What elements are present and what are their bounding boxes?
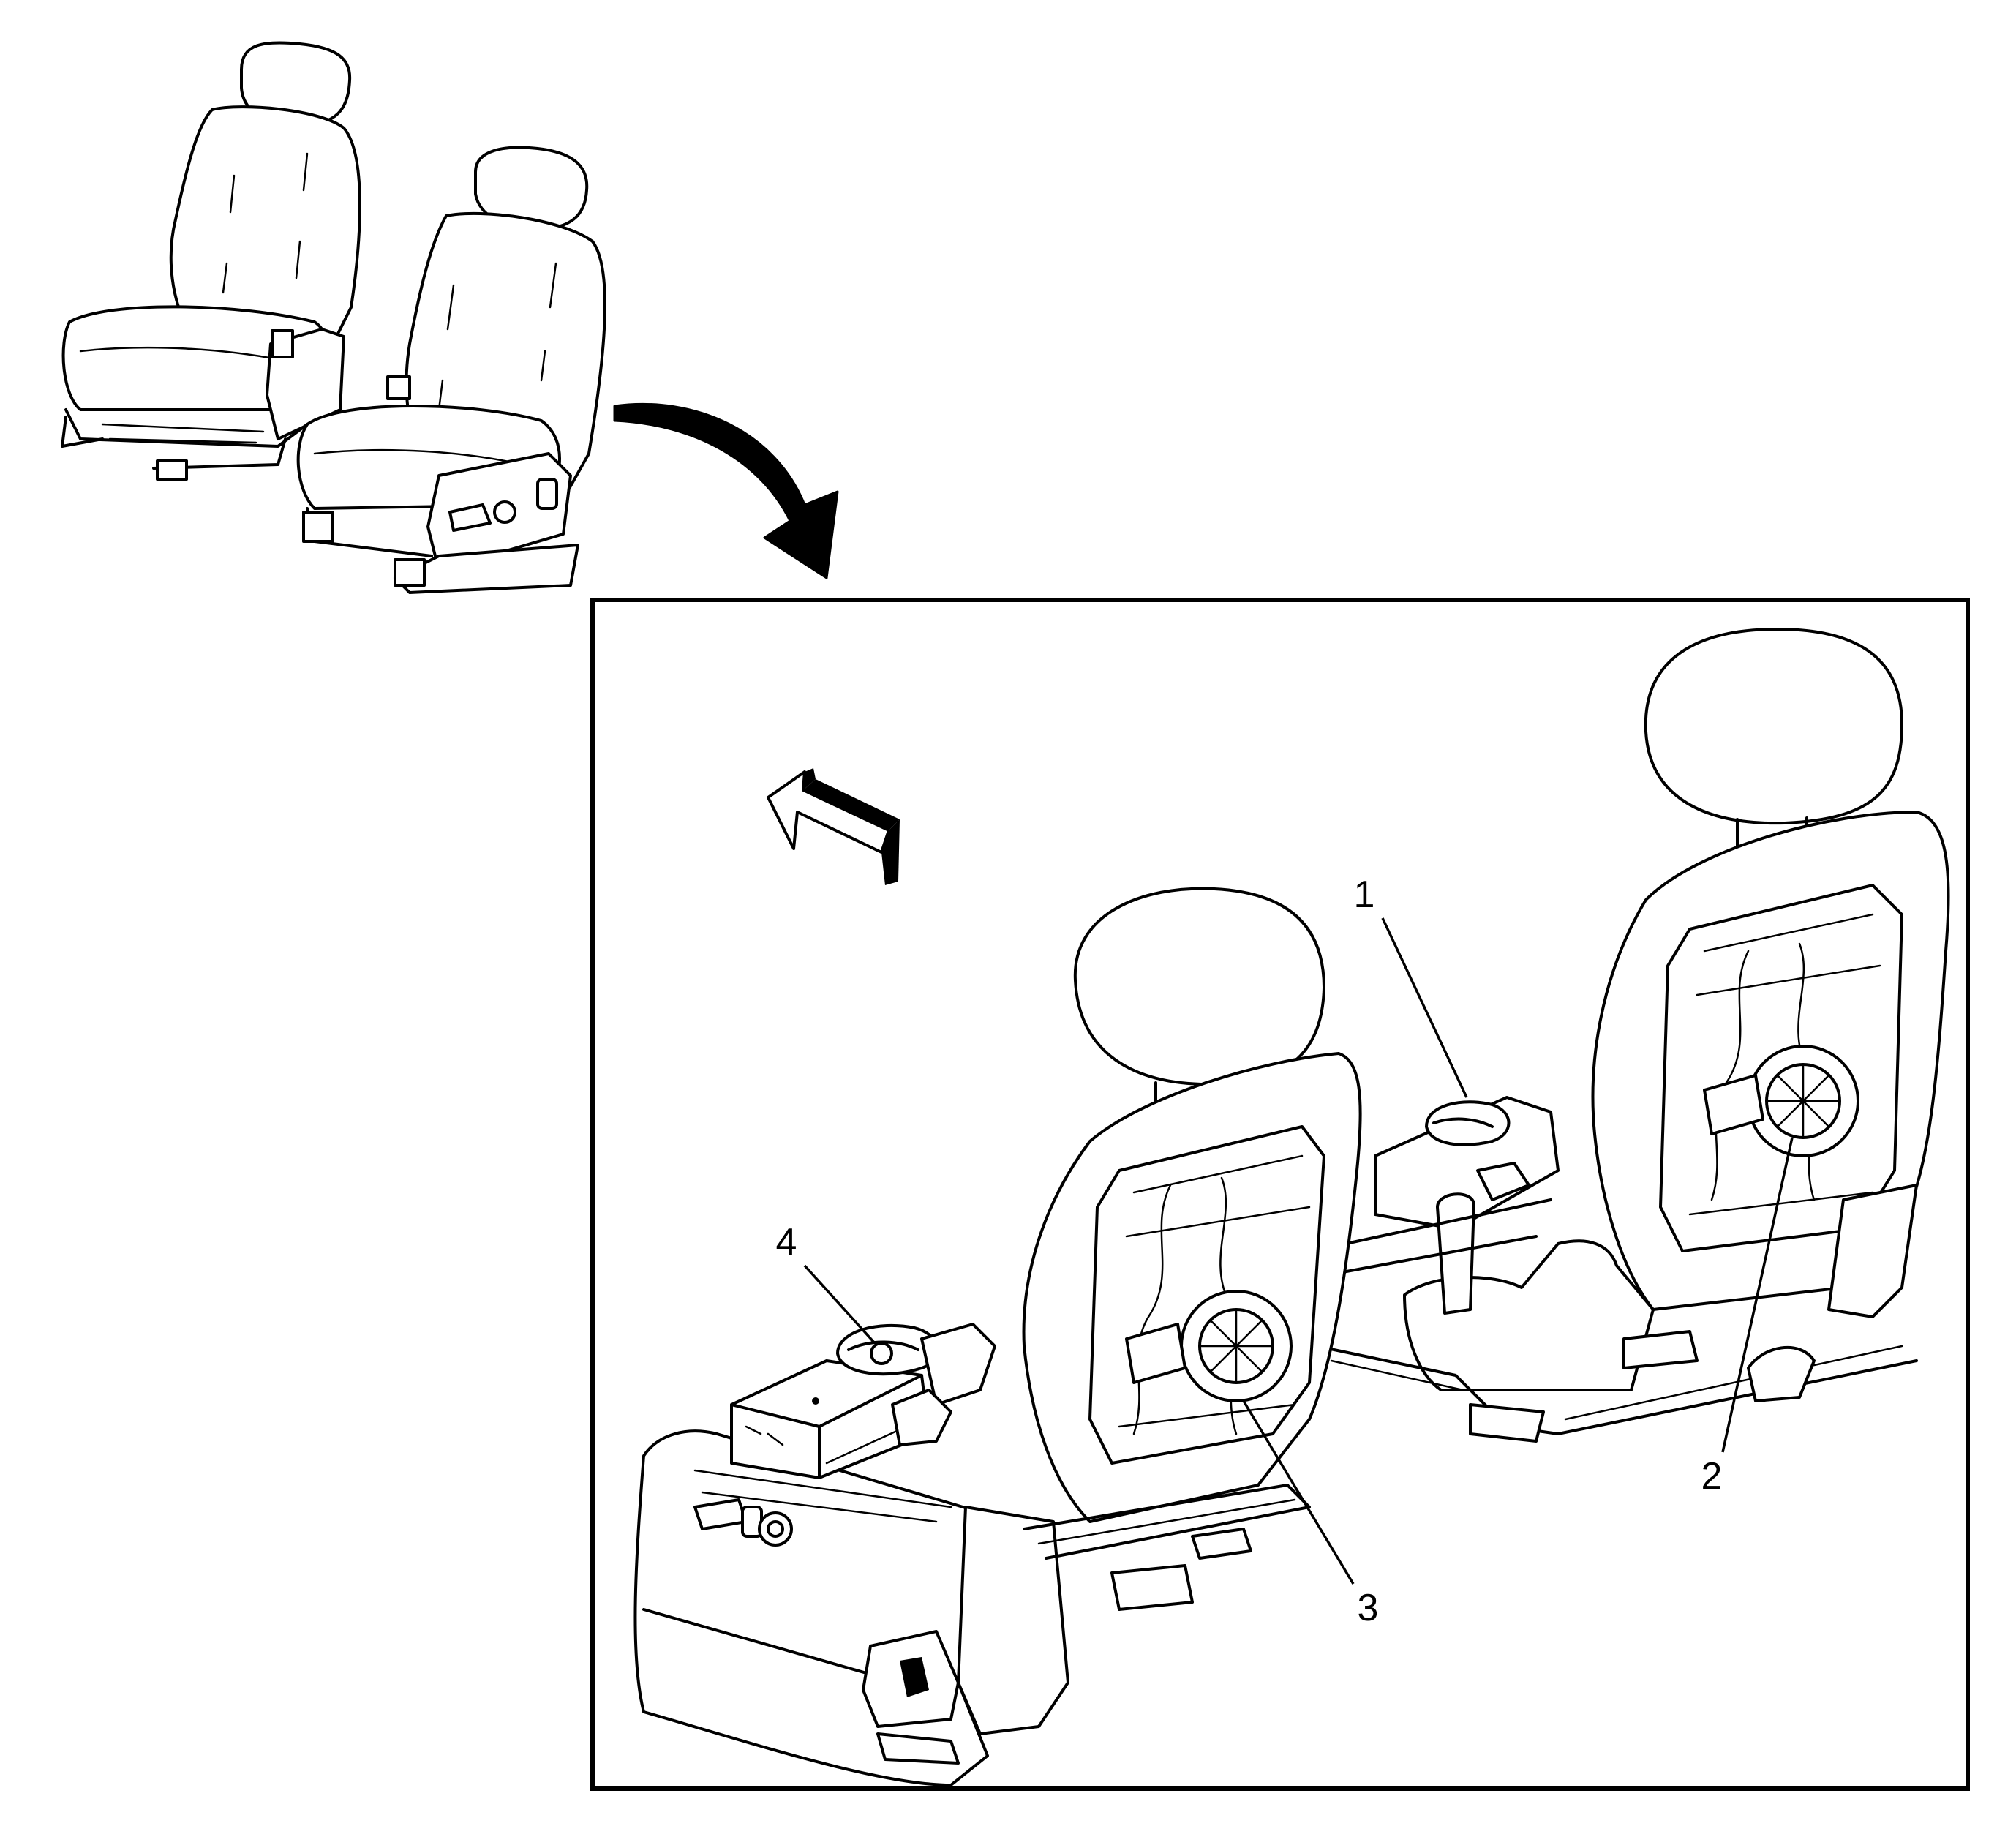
detail-seat-right — [1315, 628, 1950, 1443]
callout-3-label: 3 — [1358, 1587, 1379, 1629]
callout-2: 2 — [1701, 1137, 1794, 1498]
curved-arrow-icon — [613, 402, 839, 579]
overview-seats — [61, 41, 606, 594]
callout-3: 3 — [1242, 1400, 1379, 1629]
callout-4: 4 — [776, 1221, 876, 1344]
detail-frame — [590, 598, 1970, 1791]
detail-seat-left — [633, 887, 1362, 1786]
callout-2-label: 2 — [1701, 1455, 1723, 1498]
overview-seat-left — [61, 41, 361, 481]
callout-4-label: 4 — [776, 1221, 797, 1263]
callout-1-label: 1 — [1354, 873, 1375, 916]
forward-direction-arrow-icon — [767, 768, 900, 885]
callout-1: 1 — [1354, 873, 1468, 1098]
overview-seat-right — [296, 146, 606, 594]
